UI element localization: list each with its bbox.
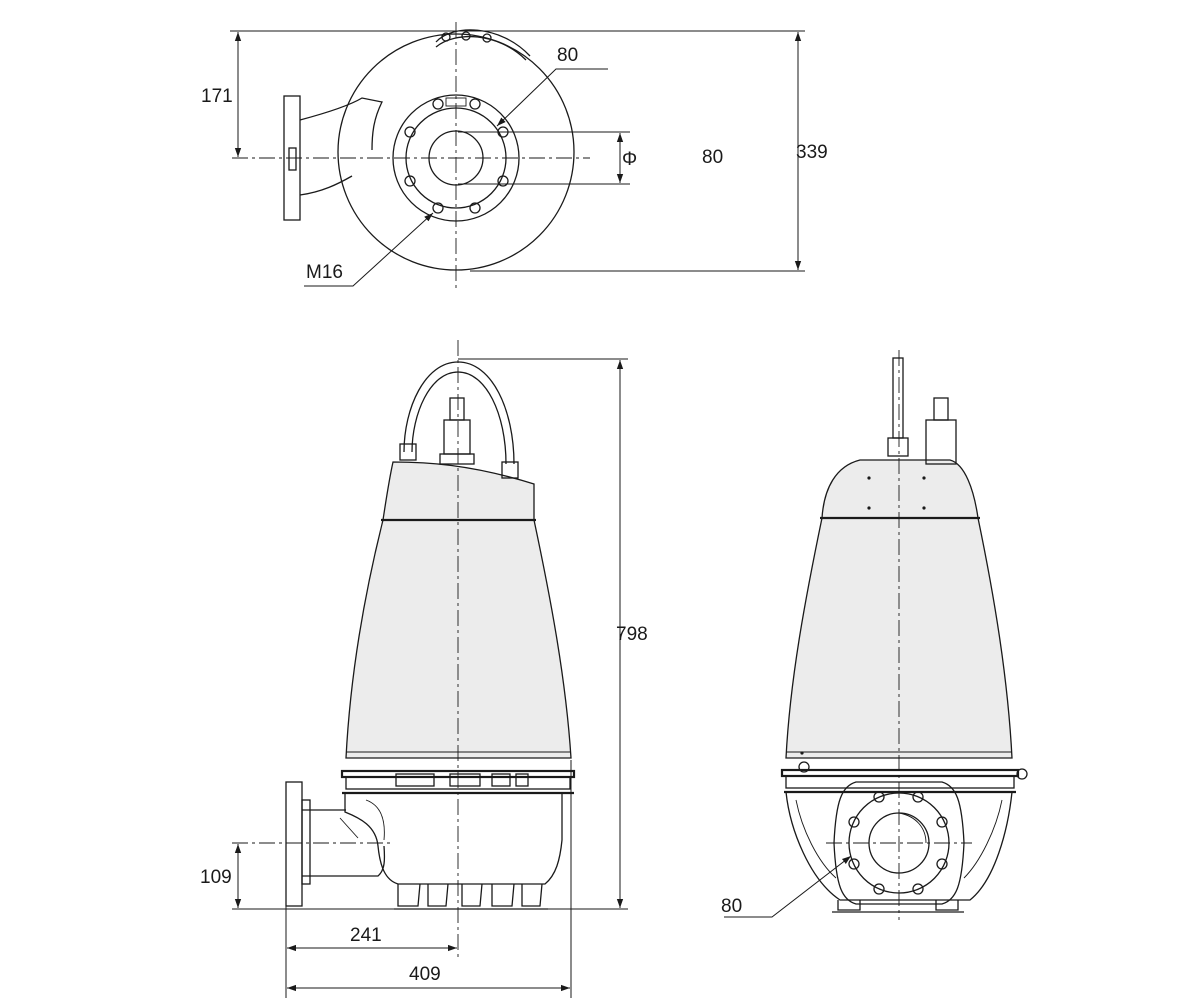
top-view-body-outline [337, 33, 575, 271]
front-view-motor-housing [345, 519, 572, 759]
dim-label-409: 409 [409, 964, 441, 985]
side-view: 80 [721, 350, 1028, 920]
leader-80-side [724, 855, 852, 918]
top-view-mounting-flange [392, 94, 520, 222]
side-view-cable-glands [887, 357, 957, 465]
front-view-top-cap [382, 461, 535, 521]
side-view-marker-dots [800, 476, 926, 755]
dim-label-171: 171 [201, 86, 233, 107]
side-view-clamp-ring [780, 761, 1028, 794]
leader-80-top [496, 68, 608, 127]
top-view-bolt-holes [404, 98, 509, 214]
top-view-lifting-handle [435, 29, 531, 61]
front-view-outlet-flange [285, 781, 303, 907]
front-view: 798 109 241 409 [200, 340, 648, 998]
dim-label-80-side: 80 [721, 896, 742, 917]
top-view-discharge-pipe [283, 95, 383, 221]
dim-label-798: 798 [616, 624, 648, 645]
dim-label-80-top: 80 [557, 45, 578, 66]
dim-label-241: 241 [350, 925, 382, 946]
dim-label-phi: Φ [622, 149, 637, 170]
dim-label-109: 109 [200, 867, 232, 888]
front-view-outlet [285, 781, 386, 907]
side-view-pump-housing [785, 791, 1013, 901]
thread-label-m16: M16 [306, 262, 343, 283]
front-view-pump-housing [344, 793, 563, 885]
leader-m16 [304, 212, 434, 287]
dim-label-339: 339 [796, 142, 828, 163]
side-view-bolt-holes [848, 791, 948, 895]
top-view: 171 339 Φ 80 80 M16 [201, 22, 828, 290]
front-view-cable-gland [439, 397, 475, 465]
front-view-feet [394, 883, 548, 910]
side-view-feet [832, 900, 964, 913]
dim-label-80-inner: 80 [702, 147, 723, 168]
side-view-motor-housing [785, 517, 1013, 759]
side-view-top-cap [821, 459, 979, 519]
top-view-outlet-flange [283, 95, 301, 221]
